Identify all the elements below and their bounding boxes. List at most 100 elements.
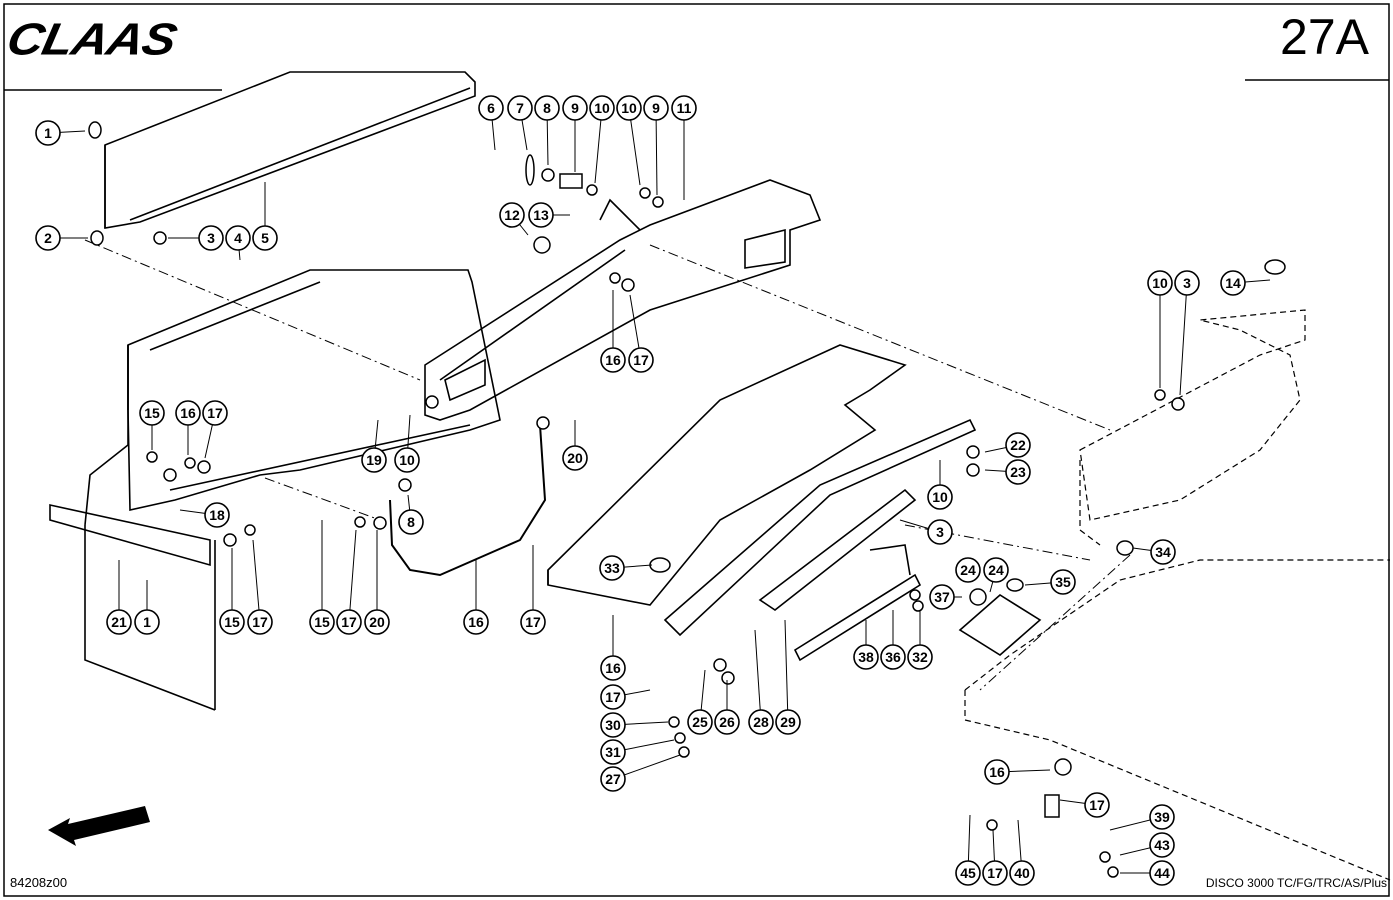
callout-15: 15 — [219, 609, 245, 635]
callout-number: 18 — [209, 507, 225, 523]
callout-leader — [754, 629, 762, 723]
direction-arrow — [48, 806, 150, 846]
callout-16: 16 — [600, 655, 626, 681]
callout-number: 37 — [934, 589, 950, 605]
callout-circle — [35, 120, 61, 146]
drawing-number: 84208z00 — [10, 875, 68, 890]
callout-circle — [1150, 539, 1176, 565]
callout-number: 8 — [543, 100, 551, 116]
callout-10: 10 — [589, 95, 615, 121]
callout-number: 14 — [1225, 275, 1241, 291]
callout-circle — [35, 225, 61, 251]
page-frame — [3, 3, 1390, 897]
callout-circle — [507, 95, 533, 121]
callout-number: 10 — [932, 489, 948, 505]
callout-circle — [929, 584, 955, 610]
callout-3: 3 — [198, 225, 224, 251]
callout-circle — [520, 609, 546, 635]
callout-17: 17 — [628, 347, 654, 373]
callout-number: 10 — [594, 100, 610, 116]
callout-number: 8 — [407, 514, 415, 530]
callout-27: 27 — [600, 766, 626, 792]
callout-circle — [204, 502, 230, 528]
callout-circle — [336, 609, 362, 635]
callout-number: 17 — [987, 865, 1003, 881]
callout-circle — [463, 609, 489, 635]
callout-circle — [528, 202, 554, 228]
callout-circle — [600, 766, 626, 792]
callout-17: 17 — [982, 860, 1008, 886]
callout-number: 31 — [605, 744, 621, 760]
callout-number: 3 — [207, 230, 215, 246]
callout-36: 36 — [880, 644, 906, 670]
callout-circle — [616, 95, 642, 121]
callout-number: 3 — [1183, 275, 1191, 291]
callout-leaders — [47, 107, 1271, 874]
callout-39: 39 — [1149, 804, 1175, 830]
callout-number: 2 — [44, 230, 52, 246]
callout-40: 40 — [1009, 860, 1035, 886]
bracket-plate — [958, 594, 1042, 656]
callout-circle — [361, 447, 387, 473]
callout-circle — [499, 202, 525, 228]
callout-circle — [1174, 270, 1200, 296]
callout-circle — [198, 225, 224, 251]
callout-number: 9 — [571, 100, 579, 116]
callout-number: 10 — [399, 452, 415, 468]
callout-circle — [225, 225, 251, 251]
callout-number: 43 — [1154, 837, 1170, 853]
callout-25: 25 — [687, 709, 713, 735]
callout-leader — [784, 619, 789, 723]
callout-circle — [219, 609, 245, 635]
callout-number: 26 — [719, 714, 735, 730]
callout-8: 8 — [398, 509, 424, 535]
main-plate — [547, 344, 907, 606]
callout-circle — [600, 347, 626, 373]
callout-circle — [983, 557, 1009, 583]
hardware-bits — [88, 121, 1286, 878]
callout-17: 17 — [247, 609, 273, 635]
callout-3: 3 — [1174, 270, 1200, 296]
callout-21: 21 — [106, 609, 132, 635]
callout-number: 16 — [605, 352, 621, 368]
callout-16: 16 — [463, 609, 489, 635]
callout-number: 24 — [960, 562, 976, 578]
callout-1: 1 — [35, 120, 61, 146]
callout-circle — [1149, 860, 1175, 886]
callout-circle — [247, 609, 273, 635]
callout-10: 10 — [1147, 270, 1173, 296]
callout-circle — [1147, 270, 1173, 296]
callout-number: 16 — [180, 405, 196, 421]
callout-26: 26 — [714, 709, 740, 735]
callout-10: 10 — [927, 484, 953, 510]
callout-number: 15 — [314, 614, 330, 630]
callout-number: 15 — [224, 614, 240, 630]
callout-22: 22 — [1005, 432, 1031, 458]
callout-circle — [982, 860, 1008, 886]
callout-circle — [600, 684, 626, 710]
callout-circle — [714, 709, 740, 735]
callout-circle — [562, 95, 588, 121]
callout-number: 17 — [525, 614, 541, 630]
callout-circle — [139, 400, 165, 426]
callout-number: 19 — [366, 452, 382, 468]
callout-number: 16 — [468, 614, 484, 630]
callout-15: 15 — [139, 400, 165, 426]
callout-15: 15 — [309, 609, 335, 635]
callout-number: 32 — [912, 649, 928, 665]
callout-10: 10 — [616, 95, 642, 121]
rails — [663, 418, 977, 662]
callout-9: 9 — [562, 95, 588, 121]
callout-10: 10 — [394, 447, 420, 473]
callout-3: 3 — [927, 519, 953, 545]
callout-number: 25 — [692, 714, 708, 730]
callout-circle — [478, 95, 504, 121]
callout-24: 24 — [983, 557, 1009, 583]
callout-43: 43 — [1149, 832, 1175, 858]
callout-circle — [589, 95, 615, 121]
callout-34: 34 — [1150, 539, 1176, 565]
callout-number: 28 — [753, 714, 769, 730]
callout-number: 24 — [988, 562, 1004, 578]
